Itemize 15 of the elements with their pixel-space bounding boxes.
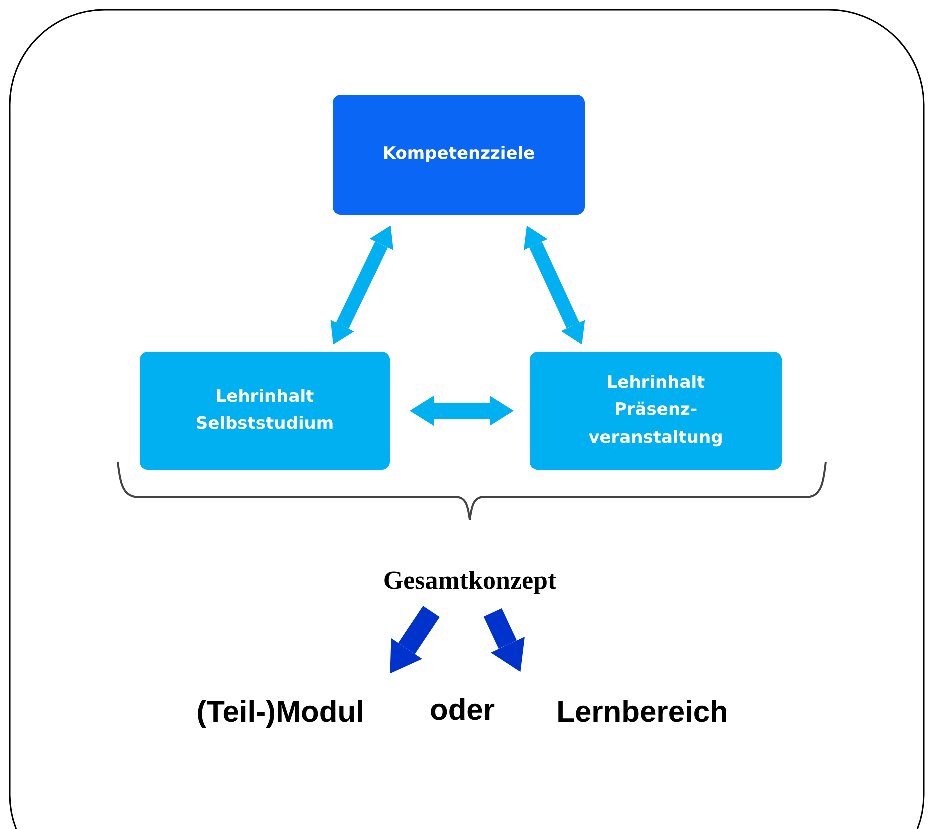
box-label: Lehrinhalt Präsenz-veranstaltung xyxy=(588,372,724,450)
double-arrow xyxy=(524,226,586,345)
box-label: Kompetenzziele xyxy=(382,143,536,166)
concept-label: Gesamtkonzept xyxy=(385,562,555,600)
arrow xyxy=(484,608,525,672)
box-label: Lehrinhalt Selbststudium xyxy=(194,386,336,436)
double-arrow xyxy=(330,226,394,345)
process-box xyxy=(530,352,782,470)
process-box xyxy=(333,95,585,215)
arrow xyxy=(390,606,440,674)
connector-word: oder xyxy=(430,694,496,728)
process-box xyxy=(140,352,390,470)
result-label: (Teil-)Modul xyxy=(183,692,378,734)
double-arrow xyxy=(410,396,514,426)
result-label: Lernbereich xyxy=(530,692,755,734)
